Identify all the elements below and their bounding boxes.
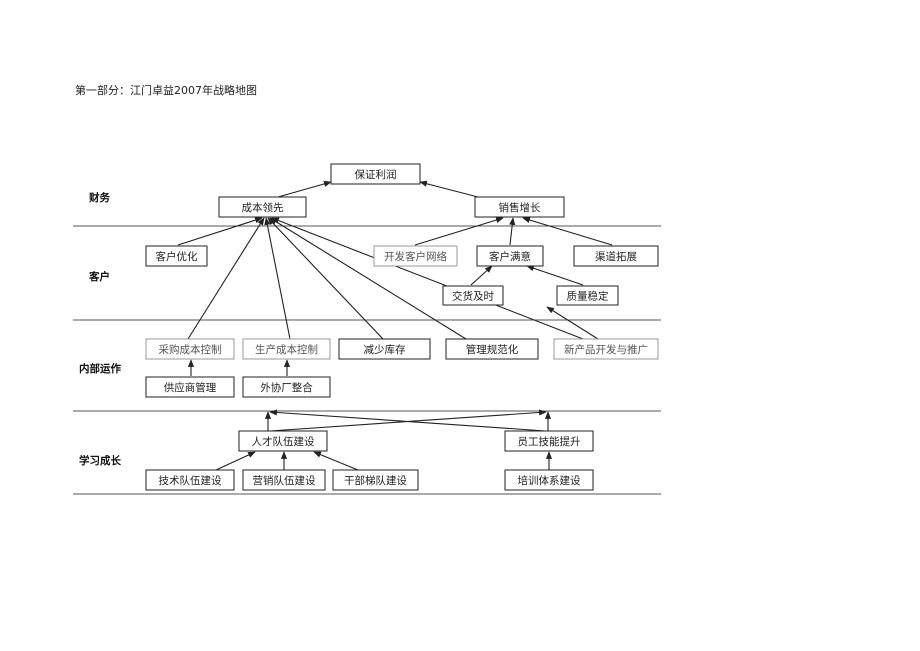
node-sales-team: 营销队伍建设: [242, 469, 326, 491]
node-inventory: 减少库存: [338, 338, 431, 360]
arrow-channel-to-sales: [522, 217, 613, 246]
arrow-quality-to-satisfy: [526, 265, 584, 286]
arrow-prod-to-cost: [264, 217, 291, 340]
node-profit: 保证利润: [330, 163, 421, 185]
arrow-network-to-sales: [414, 217, 504, 246]
arrow-satisfy-to-sales: [509, 217, 516, 246]
arrow-custopt-to-cost: [177, 217, 263, 246]
node-label: 客户优化: [156, 250, 198, 263]
node-customer-satisfy: 客户满意: [476, 245, 544, 267]
node-production-cost: 生产成本控制: [242, 338, 331, 360]
arrow-inventory-to-cost: [267, 217, 384, 340]
node-cost-lead: 成本领先: [218, 196, 307, 218]
node-management-standard: 管理规范化: [445, 338, 539, 360]
node-label: 管理规范化: [466, 343, 519, 356]
node-label: 客户满意: [489, 250, 531, 263]
arrow-cost-to-profit: [277, 180, 332, 198]
node-label: 干部梯队建设: [344, 474, 407, 487]
node-cadre-team: 干部梯队建设: [332, 469, 419, 491]
node-tech-team: 技术队伍建设: [145, 469, 235, 491]
node-label: 采购成本控制: [159, 343, 222, 356]
node-purchase-cost: 采购成本控制: [145, 338, 235, 360]
node-label: 减少库存: [364, 343, 406, 356]
arrow-newprod-to-quality: [546, 306, 599, 340]
node-label: 质量稳定: [567, 290, 609, 303]
node-label: 生产成本控制: [255, 343, 318, 356]
arrow-skill-cross: [269, 409, 547, 432]
row-label-finance: 财务: [88, 191, 110, 204]
node-label: 外协厂整合: [260, 381, 313, 394]
node-label: 员工技能提升: [518, 435, 581, 448]
arrow-delivery-to-satisfy: [470, 265, 493, 286]
node-talent: 人才队伍建设: [238, 430, 328, 452]
page-title: 第一部分：江门卓益2007年战略地图: [75, 84, 257, 97]
node-supplier: 供应商管理: [145, 376, 235, 398]
node-quality: 质量稳定: [556, 285, 619, 306]
node-label: 销售增长: [499, 201, 541, 214]
arrow-mgmt-to-cost: [269, 217, 467, 340]
node-sales-growth: 销售增长: [474, 196, 565, 218]
node-outsource: 外协厂整合: [242, 376, 331, 398]
arrow-sales-to-profit: [419, 180, 479, 198]
node-label: 开发客户网络: [384, 250, 447, 263]
node-delivery: 交货及时: [442, 285, 504, 306]
row-label-customer: 客户: [88, 270, 110, 283]
arrow-newprod-to-cost: [271, 217, 584, 340]
node-channel: 渠道拓展: [573, 245, 659, 267]
node-label: 新产品开发与推广: [564, 343, 648, 356]
node-label: 营销队伍建设: [253, 474, 316, 487]
connectors: [177, 180, 613, 471]
row-label-internal: 内部运作: [79, 362, 121, 375]
arrow-cadre-to-talent: [313, 451, 359, 471]
node-label: 培训体系建设: [518, 474, 581, 487]
node-label: 渠道拓展: [595, 250, 637, 263]
node-staff-skill: 员工技能提升: [504, 430, 594, 452]
arrow-tech-to-talent: [215, 451, 256, 471]
node-label: 保证利润: [355, 168, 397, 181]
node-develop-network: 开发客户网络: [373, 245, 458, 267]
node-training: 培训体系建设: [504, 469, 594, 491]
node-customer-optimize: 客户优化: [145, 245, 208, 267]
arrow-purchase-to-cost: [187, 217, 265, 340]
node-label: 供应商管理: [164, 381, 217, 394]
node-label: 技术队伍建设: [159, 474, 222, 487]
node-label: 成本领先: [242, 201, 284, 214]
node-new-product: 新产品开发与推广: [553, 338, 659, 360]
node-label: 人才队伍建设: [252, 435, 315, 448]
node-label: 交货及时: [452, 290, 494, 303]
row-label-learning: 学习成长: [79, 454, 121, 467]
